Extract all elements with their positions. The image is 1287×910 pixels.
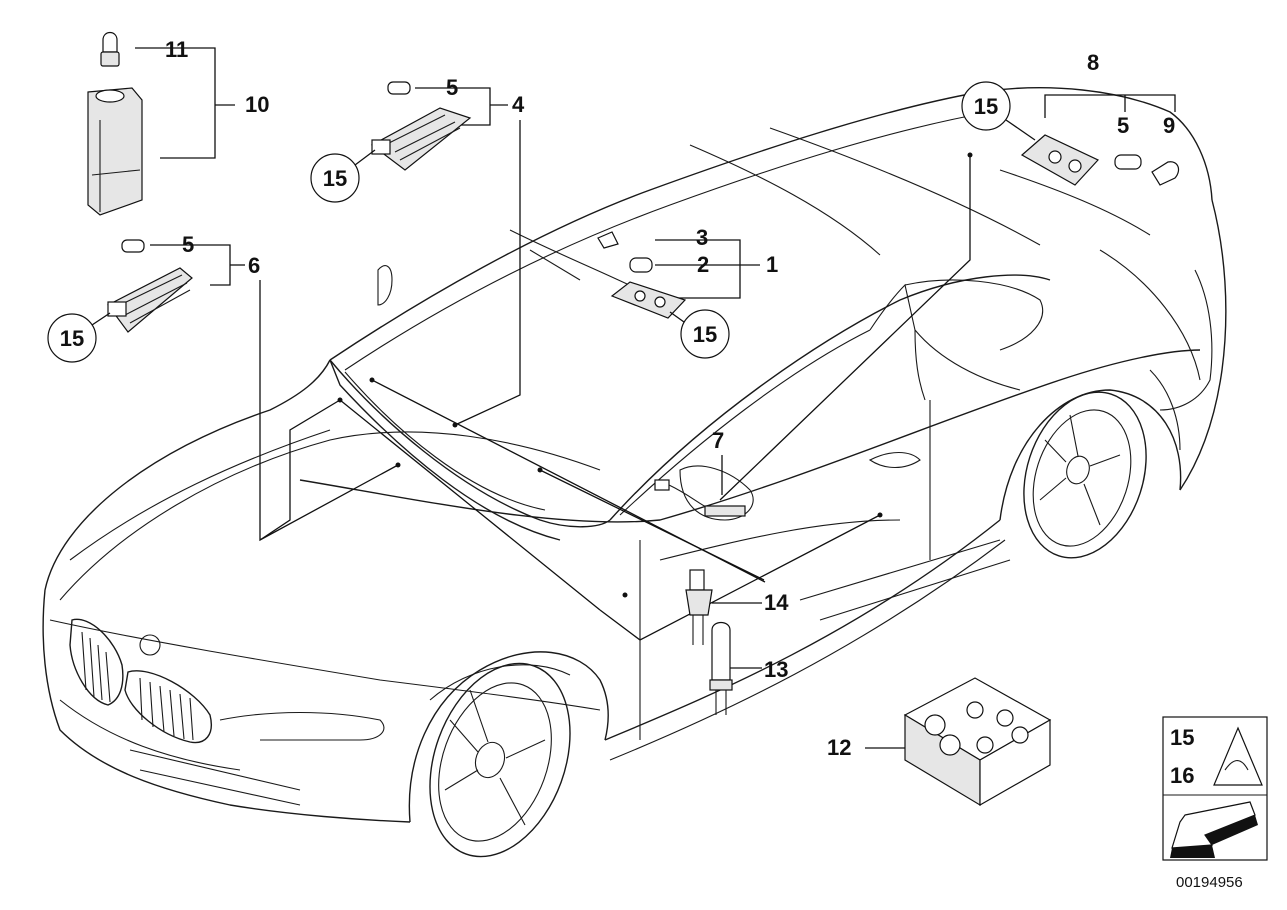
callout-5-top: 5 xyxy=(446,75,458,100)
bulb-part-5-left xyxy=(121,239,145,253)
callout-labels: 11 10 5 4 5 6 3 2 1 8 5 9 7 14 13 12 xyxy=(165,37,1175,760)
callout-5-right: 5 xyxy=(1117,113,1129,138)
logo-badge-drawing xyxy=(139,634,161,656)
lamp-part-1 xyxy=(610,281,687,319)
front-wheel-drawing xyxy=(429,662,571,858)
callout-1: 1 xyxy=(766,252,778,277)
callout-15-center: 15 xyxy=(693,322,717,347)
callout-5-left: 5 xyxy=(182,232,194,257)
callout-13: 13 xyxy=(764,657,788,682)
legend-number-top: 15 xyxy=(1170,725,1194,750)
callout-4: 4 xyxy=(512,92,525,117)
lamp-part-4 xyxy=(370,107,472,171)
callout-10: 10 xyxy=(245,92,269,117)
callout-3: 3 xyxy=(696,225,708,250)
bulb-part-11 xyxy=(100,31,120,67)
bulb-part-2 xyxy=(629,257,653,273)
car-body-illustration xyxy=(42,87,1227,858)
callout-7: 7 xyxy=(712,428,724,453)
callout-14: 14 xyxy=(764,590,789,615)
legend-number-bottom: 16 xyxy=(1170,763,1194,788)
leader-dots xyxy=(337,152,973,598)
callout-6: 6 xyxy=(248,253,260,278)
mirror-light-part-7 xyxy=(654,479,746,517)
lamp-part-6 xyxy=(107,267,193,333)
rear-wheel-drawing xyxy=(999,389,1182,559)
drawing-number: 00194956 xyxy=(1176,874,1243,891)
callout-11: 11 xyxy=(165,37,188,62)
lamp-part-8 xyxy=(1020,134,1099,186)
bulb-part-5-top xyxy=(387,81,411,95)
arrow-icon xyxy=(1170,801,1258,858)
lamp-part-10 xyxy=(87,87,143,216)
kidney-grille-drawing xyxy=(69,618,212,744)
warning-triangle-icon xyxy=(1213,726,1263,786)
repair-kit-part-12 xyxy=(903,677,1052,807)
callout-15-top-left: 15 xyxy=(323,166,347,191)
callout-2: 2 xyxy=(697,252,709,277)
leader-lines xyxy=(135,47,1176,749)
bulb-part-13 xyxy=(709,621,733,715)
callout-8: 8 xyxy=(1087,50,1099,75)
bulb-part-5-right xyxy=(1114,154,1142,170)
circled-callouts: 15 15 15 15 xyxy=(47,81,1036,363)
callout-15-top-right: 15 xyxy=(974,94,998,119)
callout-9: 9 xyxy=(1163,113,1175,138)
bulb-part-9 xyxy=(1151,161,1180,186)
callout-12: 12 xyxy=(827,735,851,760)
legend-box: 15 16 xyxy=(1162,716,1268,861)
clip-part-3 xyxy=(597,231,619,249)
callout-15-left: 15 xyxy=(60,326,84,351)
socket-part-14 xyxy=(685,569,713,645)
